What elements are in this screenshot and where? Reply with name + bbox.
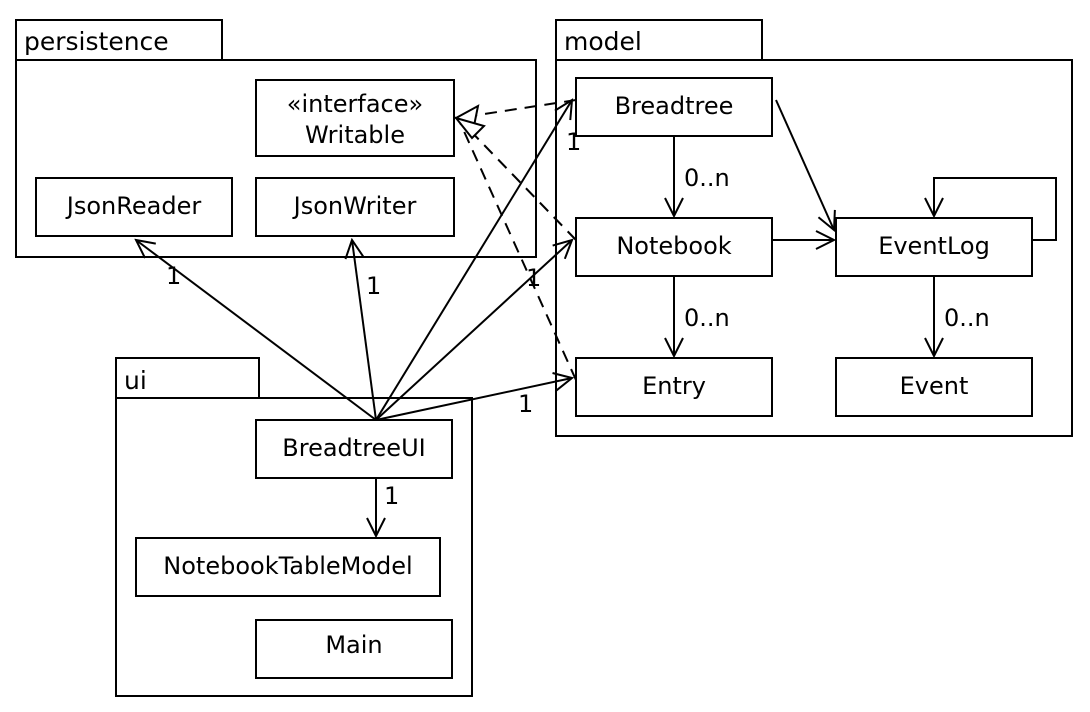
class-json-writer: JsonWriter — [255, 177, 455, 237]
notebook-table-model-label: NotebookTableModel — [163, 552, 412, 580]
ui-to-entry — [375, 378, 572, 421]
ui-to-breadtree — [375, 100, 572, 421]
ui-to-json-reader — [136, 240, 377, 421]
association-edges — [136, 99, 1057, 536]
class-event-log: EventLog — [835, 217, 1033, 277]
mult-ui-json-reader: 1 — [166, 262, 181, 290]
realization-arrowhead-b — [453, 116, 486, 140]
mult-notebook-entry: 0..n — [684, 304, 730, 332]
package-persistence-tab — [15, 19, 223, 61]
event-log-label: EventLog — [878, 232, 990, 260]
writable-stereotype: «interface» — [287, 90, 423, 118]
class-json-reader: JsonReader — [35, 177, 233, 237]
package-model-label: model — [564, 27, 642, 56]
breadtree-label: Breadtree — [615, 92, 734, 120]
class-breadtree: Breadtree — [575, 77, 773, 137]
main-label: Main — [325, 631, 382, 659]
mult-eventlog-event: 0..n — [944, 304, 990, 332]
realization-edges — [453, 99, 577, 381]
entry-label: Entry — [642, 372, 706, 400]
breadtree-to-eventlog — [775, 99, 834, 230]
event-label: Event — [900, 372, 969, 400]
class-writable: «interface» Writable — [255, 79, 455, 157]
class-notebook: Notebook — [575, 217, 773, 277]
class-main: Main — [255, 619, 453, 679]
multiplicity-labels: 1 1 1 1 1 1 0..n 0..n 0..n — [166, 128, 990, 510]
class-entry: Entry — [575, 357, 773, 417]
mult-ui-table-model: 1 — [384, 482, 399, 510]
package-ui-tab — [115, 357, 260, 399]
package-ui-label: ui — [124, 366, 147, 395]
mult-ui-breadtree: 1 — [566, 128, 581, 156]
class-notebook-table-model: NotebookTableModel — [135, 537, 441, 597]
mult-breadtree-notebook: 0..n — [684, 164, 730, 192]
mult-ui-entry: 1 — [518, 390, 533, 418]
json-writer-label: JsonWriter — [292, 192, 417, 220]
package-persistence-label: persistence — [24, 27, 169, 56]
notebook-label: Notebook — [616, 232, 731, 260]
notebook-implements-writable — [457, 117, 577, 241]
ui-to-notebook — [375, 240, 572, 421]
class-breadtree-ui: BreadtreeUI — [255, 419, 453, 479]
eventlog-self-loop — [934, 177, 1057, 241]
ui-to-json-writer — [352, 240, 377, 421]
writable-name: Writable — [305, 121, 405, 149]
entry-implements-writable — [457, 117, 577, 381]
mult-ui-json-writer: 1 — [366, 272, 381, 300]
class-event: Event — [835, 357, 1033, 417]
json-reader-label: JsonReader — [65, 192, 202, 220]
package-model-tab — [555, 19, 763, 61]
breadtree-ui-label: BreadtreeUI — [282, 434, 425, 462]
mult-ui-notebook: 1 — [526, 264, 541, 292]
